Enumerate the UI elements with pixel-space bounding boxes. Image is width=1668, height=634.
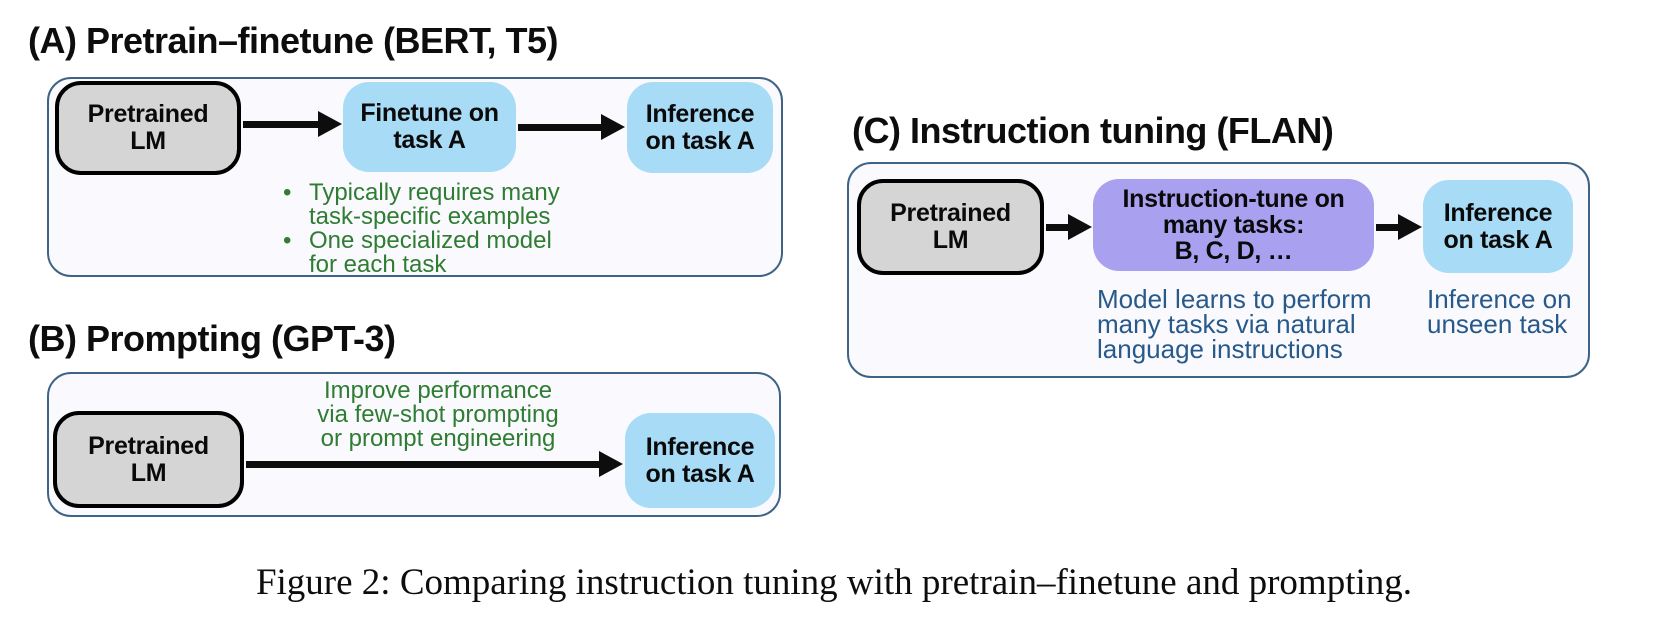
node-label: LM (130, 127, 166, 155)
node-label: task A (393, 126, 466, 154)
panel-a-bullet-list: • Typically requires many task-specific … (283, 181, 560, 277)
arrow-line (1046, 223, 1068, 231)
arrow-head-icon (318, 111, 342, 137)
flow-arrow (1046, 214, 1092, 240)
node-label: Inference (645, 432, 755, 461)
flow-arrow (1376, 214, 1422, 240)
figure-caption: Figure 2: Comparing instruction tuning w… (255, 562, 1413, 603)
bullet-item: • One specialized model for each task (283, 229, 560, 277)
panel-b-pretrained-lm-node: Pretrained LM (53, 411, 244, 508)
node-label: LM (130, 458, 167, 487)
panel-c-instruction-tune-node: Instruction-tune on many tasks: B, C, D,… (1093, 179, 1374, 271)
flow-arrow (246, 451, 623, 477)
arrow-head-icon (1068, 214, 1092, 240)
flow-arrow (518, 114, 625, 140)
arrow-line (246, 460, 599, 468)
node-label: on task A (645, 126, 755, 155)
arrow-head-icon (1398, 214, 1422, 240)
bullet-text: Typically requires many task-specific ex… (309, 179, 560, 230)
bullet-item: • Typically requires many task-specific … (283, 181, 560, 229)
node-label: Pretrained (87, 100, 209, 128)
node-label: on task A (645, 459, 755, 488)
panel-b-note: Improve performance via few-shot prompti… (317, 377, 559, 452)
node-label: many tasks: (1162, 211, 1305, 239)
panel-c-inference-node: Inference on task A (1423, 180, 1573, 273)
node-label: Inference (1443, 198, 1553, 227)
panel-b-inference-node: Inference on task A (625, 413, 775, 508)
panel-c-title: (C) Instruction tuning (FLAN) (852, 110, 1334, 151)
panel-a-pretrained-lm-node: Pretrained LM (55, 81, 241, 175)
arrow-line (243, 120, 318, 128)
panel-a-title: (A) Pretrain–finetune (BERT, T5) (28, 20, 559, 61)
panel-c-model-note: Model learns to perform many tasks via n… (1097, 284, 1372, 364)
panel-c-pretrained-lm-node: Pretrained LM (857, 179, 1044, 275)
arrow-head-icon (601, 114, 625, 140)
node-label: Inference (645, 99, 755, 128)
panel-b-title: (B) Prompting (GPT-3) (28, 318, 396, 359)
node-label: B, C, D, … (1174, 237, 1293, 265)
arrow-line (518, 123, 601, 131)
flow-arrow (243, 111, 342, 137)
arrow-head-icon (599, 451, 623, 477)
panel-a-finetune-node: Finetune on task A (343, 82, 516, 172)
panel-c-inference-note: Inference on unseen task (1427, 284, 1572, 339)
bullet-icon: • (283, 227, 292, 254)
node-label: Instruction-tune on (1122, 185, 1345, 213)
node-label: Finetune on (360, 99, 499, 127)
bullet-text: One specialized model for each task (309, 227, 552, 278)
bullet-icon: • (283, 179, 292, 206)
arrow-line (1376, 223, 1398, 231)
node-label: on task A (1443, 225, 1553, 254)
node-label: Pretrained (88, 431, 209, 460)
panel-a-inference-node: Inference on task A (627, 82, 773, 173)
node-label: LM (932, 226, 969, 254)
node-label: Pretrained (890, 199, 1011, 227)
